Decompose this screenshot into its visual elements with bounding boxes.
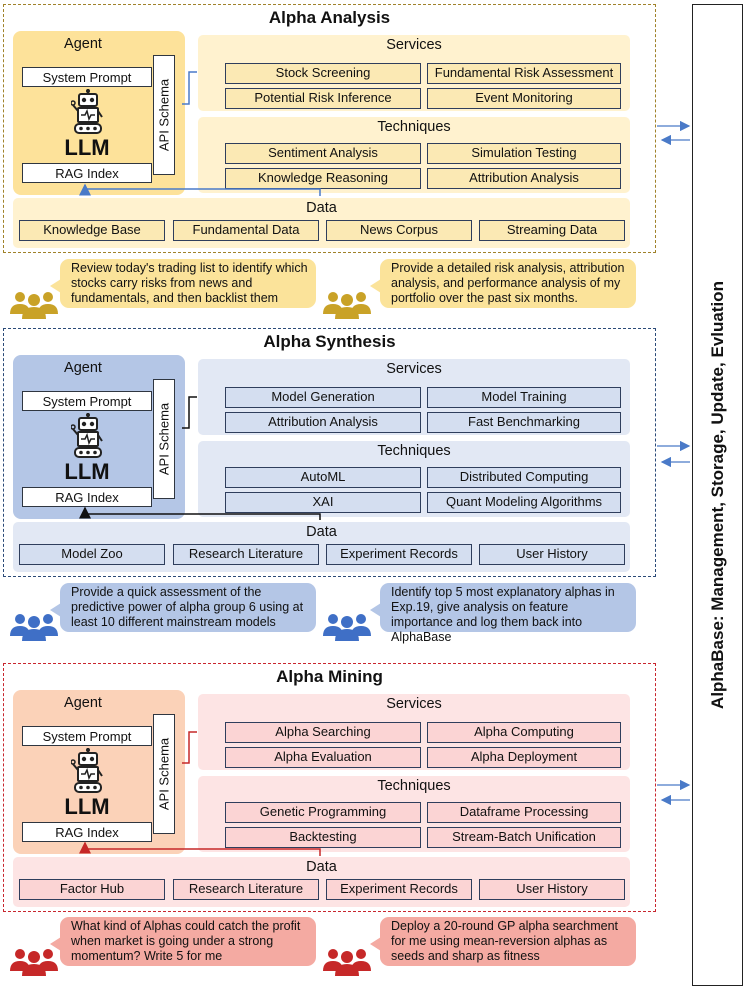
service-box: Stock Screening — [225, 63, 421, 84]
technique-box: Backtesting — [225, 827, 421, 848]
services-panel: Services Alpha Searching Alpha Computing… — [198, 694, 630, 770]
techniques-title: Techniques — [377, 443, 451, 459]
service-box: Model Training — [427, 387, 621, 408]
query-bubble: Provide a detailed risk analysis, attrib… — [370, 259, 636, 308]
query-bubble: Deploy a 20-round GP alpha searchment fo… — [370, 917, 636, 966]
technique-box: XAI — [225, 492, 421, 513]
user-group-icon — [323, 949, 371, 976]
rag-index-box: RAG Index — [22, 163, 152, 183]
section-title: Alpha Synthesis — [263, 332, 396, 351]
technique-box: AutoML — [225, 467, 421, 488]
api-schema-box: API Schema — [153, 379, 175, 499]
robot-icon — [71, 748, 103, 793]
rag-index-box: RAG Index — [22, 822, 152, 842]
technique-box: Dataframe Processing — [427, 802, 621, 823]
techniques-panel: Techniques Sentiment Analysis Simulation… — [198, 117, 630, 193]
technique-box: Quant Modeling Algorithms — [427, 492, 621, 513]
services-title: Services — [386, 37, 442, 53]
synthesis-arrows — [79, 396, 321, 520]
alpha-mining-section: Alpha Mining Agent System Prompt LLM RAG… — [3, 663, 656, 912]
alphabase-link-arrows — [657, 120, 691, 806]
data-box: User History — [479, 879, 625, 900]
user-group-icon — [10, 292, 58, 319]
query-bubble: What kind of Alphas could catch the prof… — [50, 917, 316, 966]
data-panel: Data Knowledge Base Fundamental Data New… — [13, 198, 630, 248]
service-box: Attribution Analysis — [225, 412, 421, 433]
techniques-title: Techniques — [377, 119, 451, 135]
api-schema-box: API Schema — [153, 55, 175, 175]
services-title: Services — [386, 696, 442, 712]
service-box: Potential Risk Inference — [225, 88, 421, 109]
data-title: Data — [306, 200, 337, 216]
user-group-icon — [10, 949, 58, 976]
agent-panel: Agent System Prompt LLM RAG Index API Sc… — [13, 690, 185, 854]
system-prompt-box: System Prompt — [22, 391, 152, 411]
alpha-analysis-section: Alpha Analysis Agent System Prompt LLM R… — [3, 4, 656, 253]
data-box: Model Zoo — [19, 544, 165, 565]
alpha-synthesis-section: Alpha Synthesis Agent System Prompt LLM … — [3, 328, 656, 577]
analysis-arrows — [79, 71, 321, 196]
agent-panel: Agent System Prompt LLM RAG Index API Sc… — [13, 31, 185, 195]
technique-box: Distributed Computing — [427, 467, 621, 488]
llm-label: LLM — [64, 459, 110, 484]
technique-box: Attribution Analysis — [427, 168, 621, 189]
service-box: Event Monitoring — [427, 88, 621, 109]
service-box: Alpha Searching — [225, 722, 421, 743]
service-box: Fast Benchmarking — [427, 412, 621, 433]
query-bubble: Review today's trading list to identify … — [50, 259, 316, 308]
service-box: Alpha Evaluation — [225, 747, 421, 768]
technique-box: Simulation Testing — [427, 143, 621, 164]
data-box: Research Literature — [173, 544, 319, 565]
data-box: News Corpus — [326, 220, 472, 241]
data-box: Experiment Records — [326, 879, 472, 900]
system-prompt-box: System Prompt — [22, 726, 152, 746]
llm-label: LLM — [64, 794, 110, 819]
api-schema-box: API Schema — [153, 714, 175, 834]
user-group-icon — [10, 614, 58, 641]
agent-title: Agent — [64, 360, 102, 376]
technique-box: Sentiment Analysis — [225, 143, 421, 164]
agent-panel: Agent System Prompt LLM RAG Index API Sc… — [13, 355, 185, 519]
robot-icon — [71, 413, 103, 458]
data-box: Fundamental Data — [173, 220, 319, 241]
data-box: Knowledge Base — [19, 220, 165, 241]
services-title: Services — [386, 361, 442, 377]
service-box: Alpha Computing — [427, 722, 621, 743]
technique-box: Genetic Programming — [225, 802, 421, 823]
data-panel: Data Factor Hub Research Literature Expe… — [13, 857, 630, 907]
robot-icon — [71, 89, 103, 134]
data-box: Experiment Records — [326, 544, 472, 565]
data-box: Research Literature — [173, 879, 319, 900]
user-group-icon — [323, 292, 371, 319]
services-panel: Services Stock Screening Fundamental Ris… — [198, 35, 630, 111]
service-box: Alpha Deployment — [427, 747, 621, 768]
techniques-panel: Techniques AutoML Distributed Computing … — [198, 441, 630, 517]
query-bubble: Identify top 5 most explanatory alphas i… — [370, 583, 636, 644]
mining-arrows — [79, 731, 321, 856]
user-group-icon — [323, 614, 371, 641]
query-bubble: Provide a quick assessment of the predic… — [50, 583, 316, 632]
services-panel: Services Model Generation Model Training… — [198, 359, 630, 435]
section-title: Alpha Mining — [276, 667, 383, 686]
technique-box: Knowledge Reasoning — [225, 168, 421, 189]
service-box: Fundamental Risk Assessment — [427, 63, 621, 84]
data-box: Streaming Data — [479, 220, 625, 241]
data-box: Factor Hub — [19, 879, 165, 900]
data-box: User History — [479, 544, 625, 565]
llm-label: LLM — [64, 135, 110, 160]
technique-box: Stream-Batch Unification — [427, 827, 621, 848]
agent-title: Agent — [64, 36, 102, 52]
data-title: Data — [306, 859, 337, 875]
techniques-title: Techniques — [377, 778, 451, 794]
agent-title: Agent — [64, 695, 102, 711]
techniques-panel: Techniques Genetic Programming Dataframe… — [198, 776, 630, 852]
section-title: Alpha Analysis — [268, 8, 391, 27]
system-prompt-box: System Prompt — [22, 67, 152, 87]
alphabase-sidebar: AlphaBase: Management, Storage, Update, … — [692, 4, 743, 986]
data-panel: Data Model Zoo Research Literature Exper… — [13, 522, 630, 572]
data-title: Data — [306, 524, 337, 540]
service-box: Model Generation — [225, 387, 421, 408]
